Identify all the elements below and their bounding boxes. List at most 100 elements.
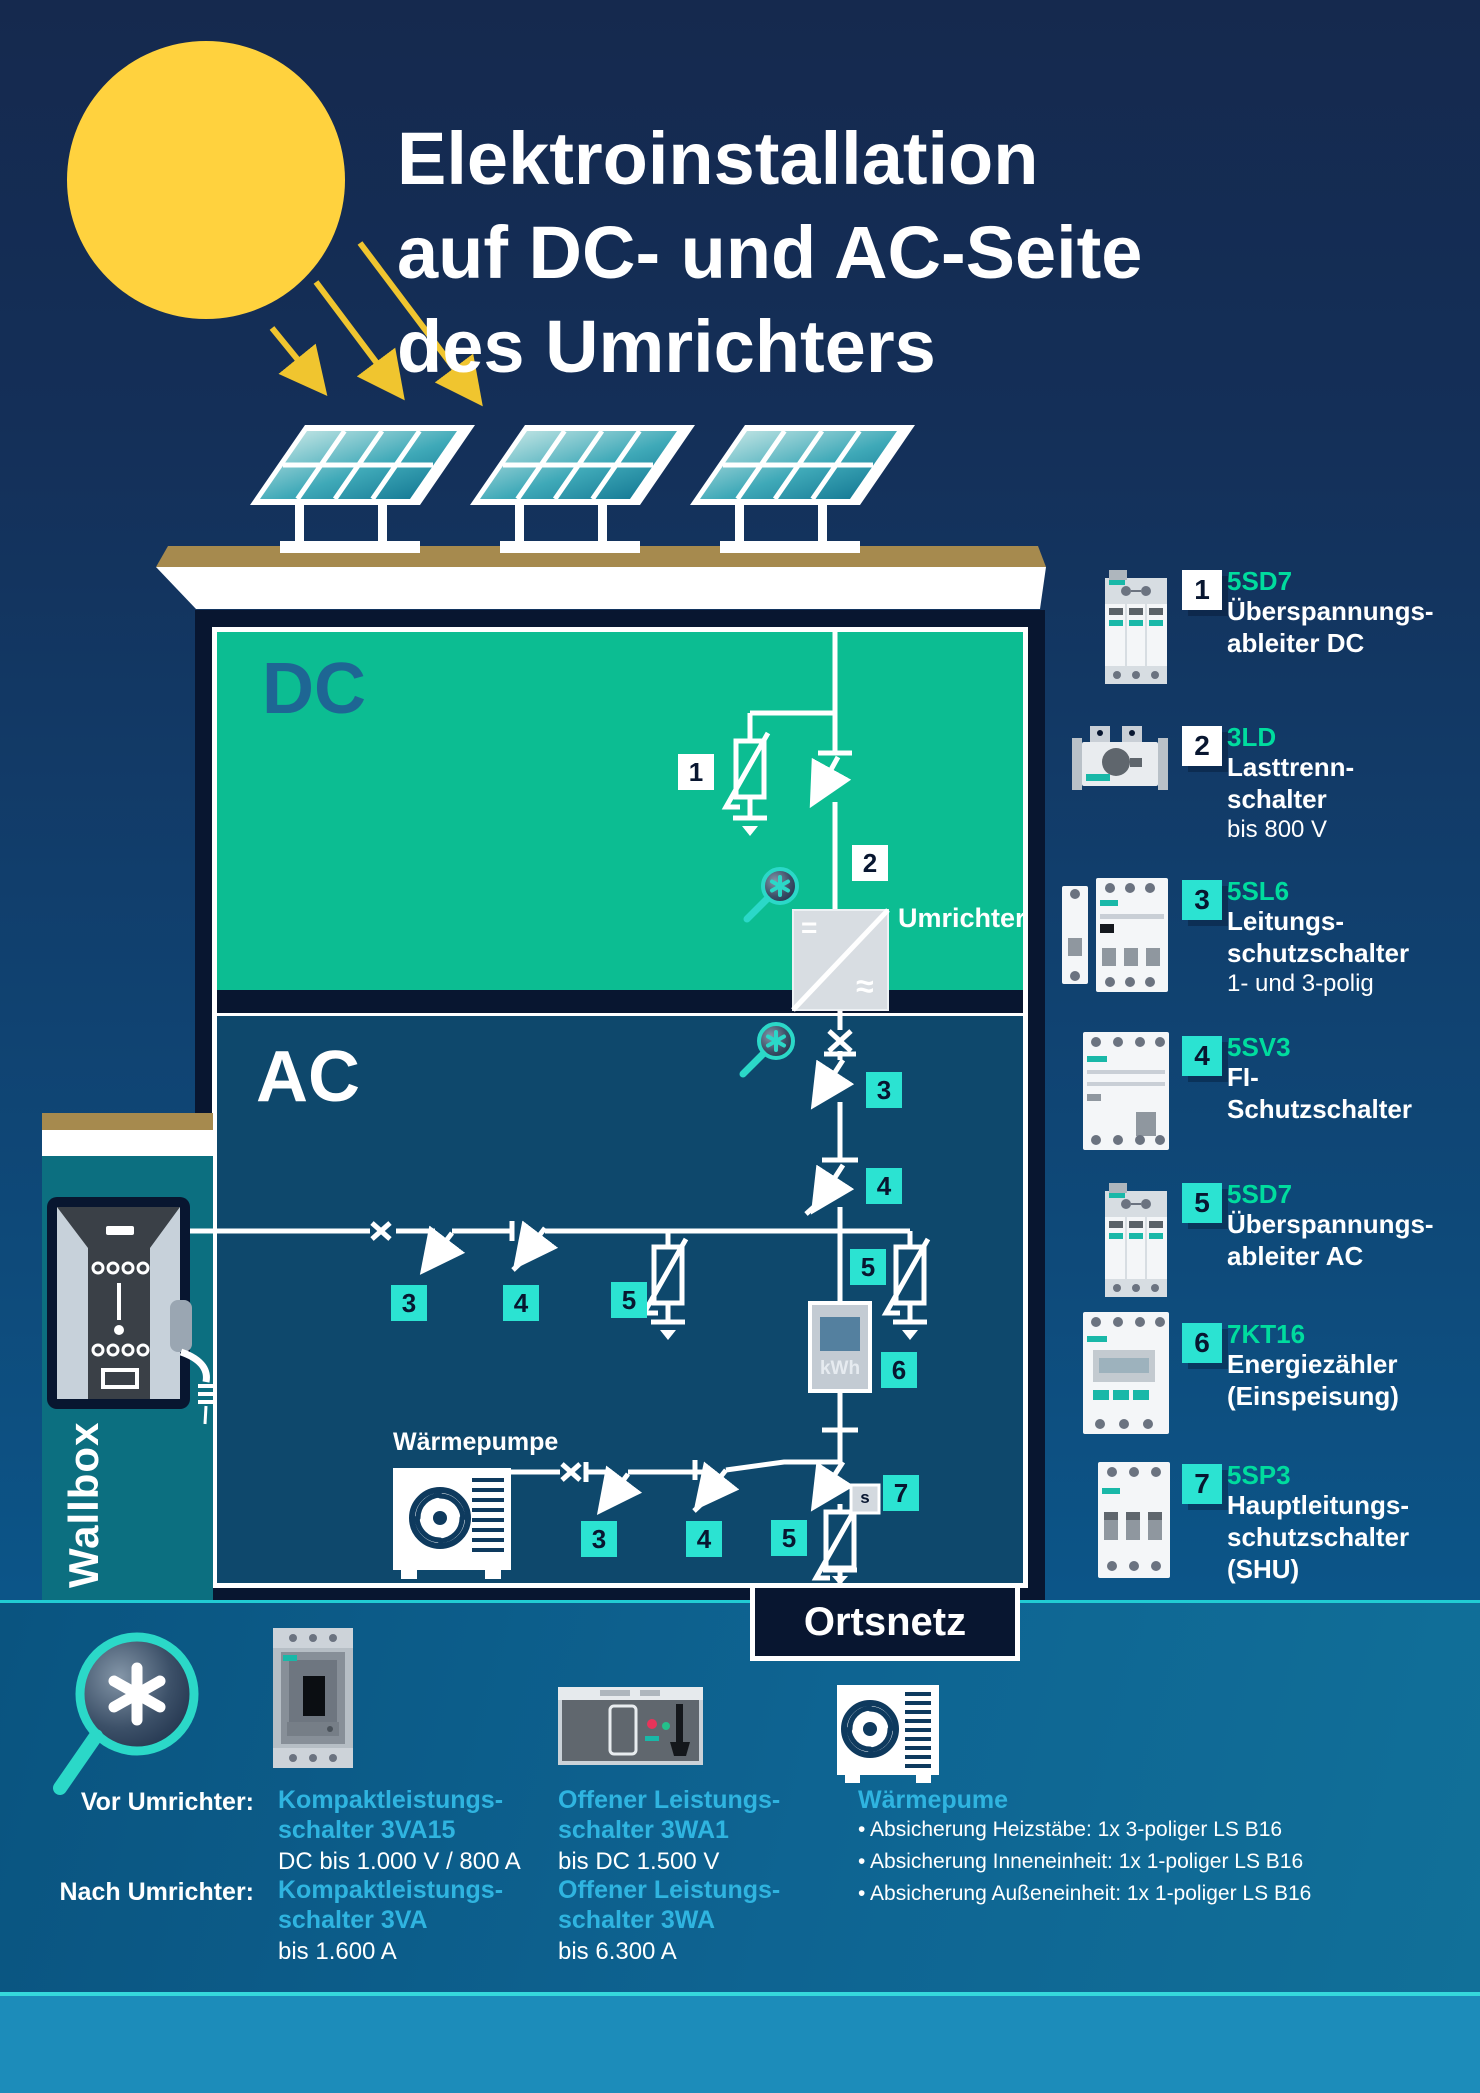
inverter-dc-symbol: = — [801, 912, 818, 943]
ac-zone-label: AC — [256, 1037, 360, 1117]
solar-panel-icon — [470, 425, 695, 553]
wallbox-icon — [47, 1197, 214, 1425]
legend-3wa-breaker-icon — [558, 1687, 703, 1765]
sidebar-item-name: Schutzschalter — [1227, 1094, 1412, 1124]
sidebar-item-code: 3LD — [1227, 722, 1277, 752]
sidebar-item-name: (Einspeisung) — [1227, 1381, 1399, 1411]
sidebar-item-code: 5SD7 — [1227, 1179, 1293, 1209]
heat-pump-icon — [393, 1468, 511, 1579]
sidebar-item-name: (SHU) — [1227, 1554, 1300, 1584]
sidebar-item-name: ableiter DC — [1227, 628, 1365, 658]
marker-7: 7 — [883, 1475, 919, 1511]
marker-5: 5 — [850, 1249, 886, 1285]
legend-heatpump-bullet: Absicherung Inneneinheit: 1x 1-poliger L… — [858, 1850, 1303, 1874]
sun-icon — [67, 41, 345, 319]
legend-3va-breaker-icon — [273, 1628, 353, 1768]
heat-pump-label: Wärmepumpe — [393, 1428, 559, 1456]
legend-3wa-name: Offener Leistungs- — [558, 1876, 781, 1904]
sidebar-item-name: Lasttrenn- — [1227, 752, 1355, 782]
sidebar-item-name: schalter — [1227, 784, 1327, 814]
legend-background — [0, 1600, 1480, 1992]
page-title: Elektroinstallation auf DC- und AC-Seite… — [397, 112, 1142, 394]
contact-x-icon — [370, 1029, 853, 1482]
device-3ld-icon — [1072, 726, 1168, 790]
sidebar-marker-7: 7 — [1182, 1464, 1222, 1504]
inverter-label: Umrichter — [898, 903, 1026, 933]
legend-3va-detail: bis 1.600 A — [278, 1938, 397, 1965]
sidebar-item-name: Leitungs- — [1227, 906, 1344, 936]
sidebar-marker-6: 6 — [1182, 1323, 1222, 1363]
sidebar-marker-1: 1 — [1182, 570, 1222, 610]
ground-symbols — [660, 826, 918, 1585]
kwh-meter-label: kWh — [819, 1358, 861, 1379]
marker-4: 4 — [686, 1521, 722, 1557]
sidebar-item-name: Überspannungs- — [1227, 596, 1434, 626]
sidebar-item-name: schutzschalter — [1227, 1522, 1410, 1552]
legend-magnifier-icon — [53, 1632, 199, 1795]
solar-panel-icon — [690, 425, 915, 553]
sidebar-item-name: schutzschalter — [1227, 938, 1410, 968]
sun-rays-icon — [269, 241, 483, 407]
legend-3wa1-name: schalter 3WA1 — [558, 1816, 729, 1844]
sidebar-item-name: Energiezähler — [1227, 1349, 1398, 1379]
legend-3wa1-detail: bis DC 1.500 V — [558, 1848, 720, 1875]
marker-5: 5 — [771, 1520, 807, 1556]
sidebar-item-code: 5SD7 — [1227, 566, 1293, 596]
seal-label: s — [860, 1488, 870, 1507]
device-5sv3-icon — [1083, 1032, 1169, 1150]
legend-3va-name: Kompaktleistungs- — [278, 1876, 504, 1904]
sidebar-marker-5: 5 — [1182, 1183, 1222, 1223]
sidebar-marker-3: 3 — [1182, 880, 1222, 920]
legend-row1-label: Vor Umrichter: — [80, 1788, 254, 1816]
sidebar-item-code: 5SP3 — [1227, 1460, 1291, 1490]
sidebar-item-detail: 1- und 3-polig — [1227, 970, 1374, 997]
sidebar-marker-2: 2 — [1182, 726, 1222, 766]
ortsnetz-box: Ortsnetz — [750, 1583, 1020, 1661]
legend-top-divider — [0, 1600, 1480, 1603]
sidebar-item-name: ableiter AC — [1227, 1241, 1364, 1271]
legend-row2-label: Nach Umrichter: — [59, 1878, 255, 1906]
inverter-icon — [791, 908, 890, 1012]
device-5sd7-dc-icon — [1105, 570, 1167, 684]
sidebar-item-name: Hauptleitungs- — [1227, 1490, 1409, 1520]
legend-3wa-name: schalter 3WA — [558, 1906, 716, 1934]
sidebar-item-code: 5SV3 — [1227, 1032, 1291, 1062]
charging-plug-icon — [170, 1300, 192, 1352]
sidebar-item-code: 5SL6 — [1227, 876, 1290, 906]
marker-3: 3 — [866, 1072, 902, 1108]
roof — [156, 546, 1046, 609]
legend-3wa1-name: Offener Leistungs- — [558, 1786, 781, 1814]
asterisk-icon — [108, 1662, 166, 1726]
marker-3: 3 — [391, 1285, 427, 1321]
inverter-ac-symbol: ≈ — [856, 968, 874, 1004]
legend-3va15-detail: DC bis 1.000 V / 800 A — [278, 1848, 521, 1875]
dc-zone-label: DC — [262, 649, 366, 729]
sidebar-item-name: Überspannungs- — [1227, 1209, 1434, 1239]
marker-2: 2 — [852, 845, 888, 881]
magnifier-icon — [739, 1022, 795, 1078]
device-5sl6-icon — [1062, 878, 1168, 992]
magnifier-icon — [743, 867, 799, 923]
marker-4: 4 — [503, 1285, 539, 1321]
kwh-meter-icon — [808, 1301, 872, 1393]
legend-heatpump-bullet: Absicherung Außeneinheit: 1x 1-poliger L… — [858, 1882, 1311, 1906]
device-5sd7-ac-icon — [1105, 1183, 1167, 1297]
legend-3va15-name: schalter 3VA15 — [278, 1816, 456, 1844]
marker-3: 3 — [581, 1521, 617, 1557]
marker-1: 1 — [678, 754, 714, 790]
device-5sp3-icon — [1098, 1462, 1170, 1578]
sidebar-marker-4: 4 — [1182, 1036, 1222, 1076]
marker-5: 5 — [611, 1282, 647, 1318]
switch-blades — [419, 755, 855, 1515]
legend-heatpump-bullet: Absicherung Heizstäbe: 1x 3-poliger LS B… — [858, 1818, 1282, 1842]
solar-panel-icon — [250, 425, 475, 553]
marker-4: 4 — [866, 1168, 902, 1204]
wallbox-label: Wallbox — [60, 1421, 107, 1588]
marker-6: 6 — [881, 1352, 917, 1388]
title-line-3: des Umrichters — [397, 305, 936, 388]
sidebar-item-detail: bis 800 V — [1227, 816, 1328, 843]
legend-3va15-name: Kompaktleistungs- — [278, 1786, 504, 1814]
legend-3wa-detail: bis 6.300 A — [558, 1938, 677, 1965]
sidebar-item-name: FI- — [1227, 1062, 1259, 1092]
